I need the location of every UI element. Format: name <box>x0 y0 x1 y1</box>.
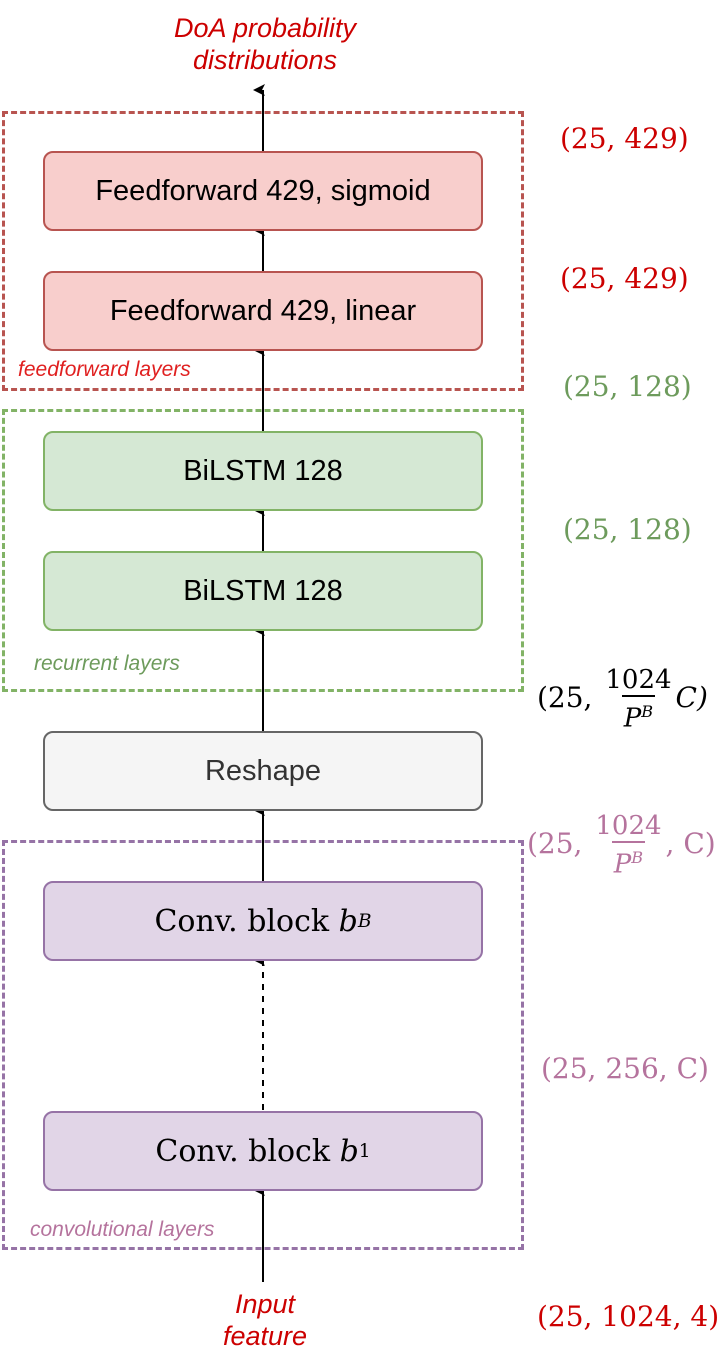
conv-block-B-text: Conv. block <box>154 903 339 939</box>
conv-block-1-sub: 1 <box>358 1140 371 1162</box>
shape-convB-num: 1024 <box>595 811 662 841</box>
bilstm-node-2: BiLSTM 128 <box>43 431 483 511</box>
input-label-line2: feature <box>222 1321 308 1351</box>
recurrent-group-label: recurrent layers <box>34 652 180 675</box>
conv-block-B-sub: B <box>357 910 372 932</box>
shape-convB-den: PB <box>611 841 646 880</box>
feedforward-sigmoid-node: Feedforward 429, sigmoid <box>43 151 483 231</box>
shape-convB-open: (25, <box>527 826 592 860</box>
convolutional-group-label: convolutional layers <box>30 1218 215 1241</box>
shape-reshape-den: PB <box>621 695 656 734</box>
shape-input: (25, 1024, 4) <box>537 1300 720 1333</box>
shape-reshape-close: C) <box>675 680 708 714</box>
shape-ff2: (25, 429) <box>560 122 689 155</box>
shape-reshape-num: 1024 <box>605 665 672 695</box>
feedforward-group-label: feedforward layers <box>18 358 191 381</box>
input-label: Input feature <box>180 1288 350 1352</box>
output-label-line2: distributions <box>192 45 338 75</box>
shape-ff1: (25, 429) <box>560 262 689 295</box>
shape-reshape-open: (25, <box>537 680 602 714</box>
conv-block-1-text: Conv. block <box>155 1133 340 1169</box>
feedforward-linear-node: Feedforward 429, linear <box>43 271 483 351</box>
shape-convB-close: , C) <box>665 826 716 860</box>
bilstm-node-1: BiLSTM 128 <box>43 551 483 631</box>
output-label-line1: DoA probability <box>173 13 357 43</box>
shape-lstm2: (25, 128) <box>563 370 692 403</box>
conv-block-B-var: b <box>338 903 358 939</box>
conv-block-1-var: b <box>339 1133 359 1169</box>
reshape-node: Reshape <box>43 731 483 811</box>
input-label-line1: Input <box>234 1289 296 1319</box>
output-label: DoA probability distributions <box>140 12 390 76</box>
shape-conv1: (25, 256, C) <box>541 1052 709 1085</box>
shape-lstm1: (25, 128) <box>563 513 692 546</box>
